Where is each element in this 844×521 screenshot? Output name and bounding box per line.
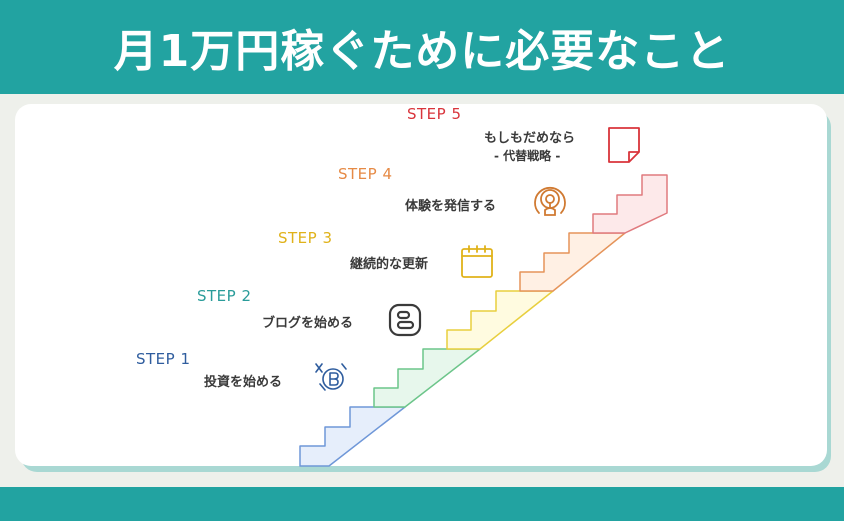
step-4-text: 体験を発信する <box>405 199 497 214</box>
step-2-text: ブログを始める <box>262 316 354 331</box>
stair-segment-2 <box>373 348 481 408</box>
step-3-text: 継続的な更新 <box>350 257 429 272</box>
broadcast-icon <box>534 186 566 216</box>
blogger-icon <box>388 303 422 337</box>
calendar-icon <box>461 245 493 278</box>
footer-bar <box>0 487 844 521</box>
stair-segment-1 <box>299 406 406 467</box>
step-3-label: STEP 3 <box>278 229 333 247</box>
title-banner: 月1万円稼ぐために必要なこと <box>0 0 844 94</box>
diagram-card <box>15 104 827 466</box>
note-icon <box>608 127 640 163</box>
bitcoin-icon <box>315 363 347 391</box>
step-5-text: もしもだめなら <box>484 131 576 146</box>
step-5-subtext: - 代替戦略 - <box>494 149 561 163</box>
stair-segment-5 <box>592 174 668 234</box>
step-5-label: STEP 5 <box>407 105 462 123</box>
step-4-label: STEP 4 <box>338 165 393 183</box>
stair-segment-4 <box>519 232 626 292</box>
step-1-label: STEP 1 <box>136 350 191 368</box>
step-1-text: 投資を始める <box>204 375 283 390</box>
stair-segment-3 <box>446 290 554 350</box>
step-2-label: STEP 2 <box>197 287 252 305</box>
page-title: 月1万円稼ぐために必要なこと <box>113 26 731 77</box>
